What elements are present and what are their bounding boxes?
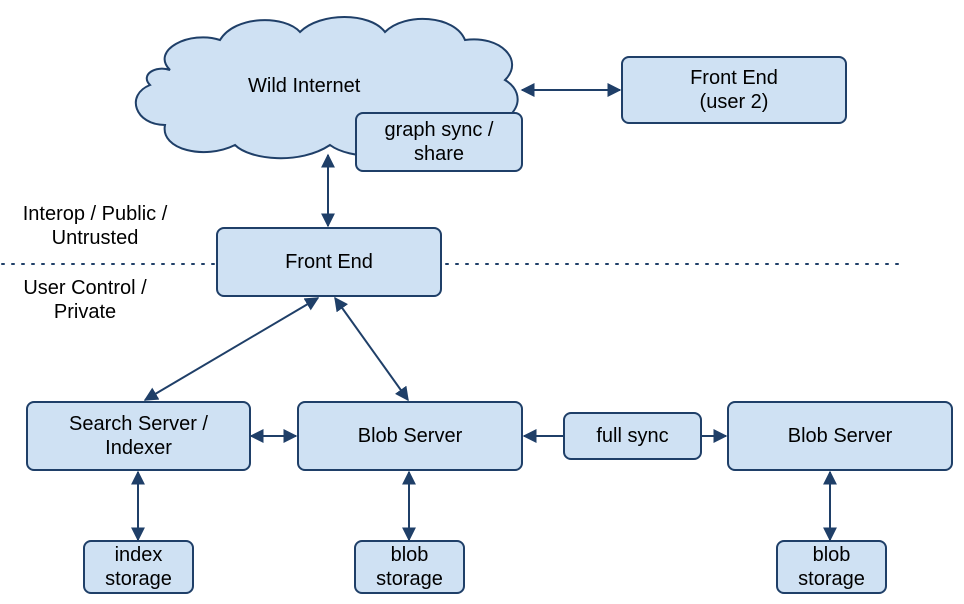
graph-sync-line1: graph sync / <box>384 119 494 141</box>
index-storage-line1: index <box>114 544 163 566</box>
public-zone-label: Interop / Public / Untrusted <box>0 202 190 250</box>
blob-server-node: Blob Server <box>297 401 523 471</box>
wild-internet-label: Wild Internet <box>248 74 360 98</box>
private-zone-line2: Private <box>53 301 117 323</box>
blob-storage-node: blob storage <box>354 540 465 594</box>
arrow-frontend-search <box>143 297 320 401</box>
front-end-node: Front End <box>216 227 442 297</box>
search-server-line1: Search Server / <box>69 413 208 435</box>
full-sync-text: full sync <box>596 425 669 447</box>
front-end-user2-line1: Front End <box>690 67 778 89</box>
full-sync-node: full sync <box>563 412 702 460</box>
search-server-line2: Indexer <box>105 437 172 459</box>
search-server-node: Search Server / Indexer <box>26 401 251 471</box>
public-zone-line2: Untrusted <box>51 227 139 249</box>
blob-server-remote-node: Blob Server <box>727 401 953 471</box>
blob-storage-line1: blob <box>390 544 429 566</box>
front-end-user2-line2: (user 2) <box>699 91 769 113</box>
graph-sync-line2: share <box>413 143 465 165</box>
public-zone-line1: Interop / Public / <box>22 203 168 225</box>
wild-internet-text: Wild Internet <box>248 75 361 97</box>
index-storage-node: index storage <box>83 540 194 594</box>
graph-sync-node: graph sync / share <box>355 112 523 172</box>
private-zone-label: User Control / Private <box>0 276 170 324</box>
blob-storage-line2: storage <box>376 568 443 590</box>
blob-storage-remote-line1: blob <box>812 544 851 566</box>
blob-server-remote-text: Blob Server <box>787 425 893 447</box>
arrow-frontend-blob <box>334 296 409 402</box>
front-end-text: Front End <box>285 251 373 273</box>
blob-storage-remote-line2: storage <box>798 568 865 590</box>
front-end-user2-node: Front End (user 2) <box>621 56 847 124</box>
blob-server-text: Blob Server <box>357 425 463 447</box>
private-zone-line1: User Control / <box>23 277 147 299</box>
index-storage-line2: storage <box>105 568 172 590</box>
blob-storage-remote-node: blob storage <box>776 540 887 594</box>
